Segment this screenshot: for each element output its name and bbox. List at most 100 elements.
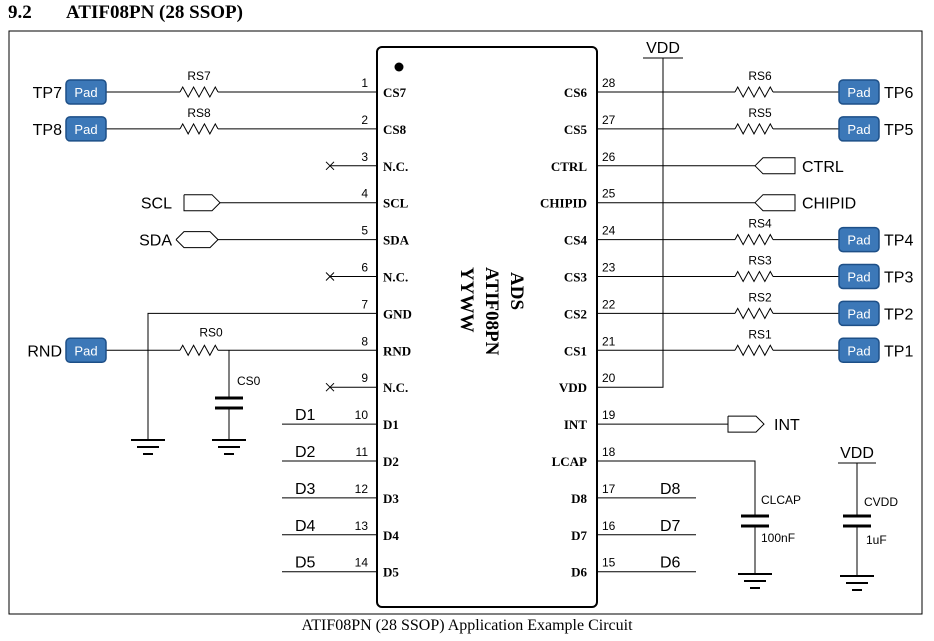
test-pad-label: Pad (847, 122, 870, 137)
pin-name-22: CS2 (564, 306, 587, 321)
pin-number-8: 8 (361, 334, 368, 348)
pin-name-27: CS5 (564, 122, 588, 137)
pin-name-21: CS1 (564, 343, 587, 358)
test-pad-tp7: Pad (65, 79, 107, 105)
data-net-label: D6 (660, 555, 681, 572)
pin-name-15: D6 (571, 565, 587, 580)
pin-name-19: INT (564, 417, 587, 432)
test-pad-tp4: Pad (838, 226, 880, 253)
test-point-label: TP2 (884, 306, 913, 323)
pin-number-7: 7 (361, 297, 368, 311)
test-pad-shape (65, 79, 107, 105)
pin-name-6: N.C. (383, 270, 408, 285)
sda-port (175, 231, 219, 249)
pin-number-24: 24 (602, 224, 616, 238)
capacitor-label: CVDD (864, 495, 898, 509)
resistor-label: RS7 (187, 69, 211, 83)
ground-symbol-cvdd (840, 575, 874, 591)
pin-name-25: CHIPID (540, 196, 587, 211)
test-point-label: TP8 (33, 122, 62, 139)
capacitor-cs0 (215, 396, 243, 410)
chip-marking-line-1: ADS (506, 272, 527, 310)
data-net-label: D5 (295, 555, 316, 572)
scl-port-label: SCL (141, 196, 172, 213)
pin-number-5: 5 (361, 224, 368, 238)
pin-name-9: N.C. (383, 380, 408, 395)
pin-name-7: GND (383, 306, 412, 321)
test-pad-shape (838, 226, 880, 253)
test-pad-tp3: Pad (838, 263, 880, 290)
ground-symbol-clcap (738, 573, 772, 589)
pin-number-19: 19 (602, 408, 616, 422)
left-pins: CS71CS82N.C.3SCL4SDA5N.C.6GND7RND8N.C.9D… (355, 76, 412, 580)
test-pad-tp2: Pad (838, 300, 880, 327)
test-point-label: TP7 (33, 85, 62, 102)
vdd-label-cvdd: VDD (840, 445, 874, 462)
chip-marking: ADS ATIF08PN YYWW (456, 267, 527, 356)
int-port-label: INT (774, 417, 800, 434)
data-net-label: D8 (660, 481, 681, 498)
test-pad-shape (838, 263, 880, 290)
pin-name-2: CS8 (383, 122, 407, 137)
pin-name-26: CTRL (551, 159, 587, 174)
data-net-label: D7 (660, 518, 681, 535)
test-point-label: TP3 (884, 270, 913, 287)
pin-number-14: 14 (355, 556, 369, 570)
resistor-label: RS1 (748, 327, 772, 341)
pin-name-11: D2 (383, 454, 399, 469)
capacitor-label: CS0 (237, 374, 261, 388)
pin-name-23: CS3 (564, 270, 588, 285)
pin-name-28: CS6 (564, 85, 588, 100)
resistor-rs2 (734, 307, 774, 320)
wiring (106, 57, 876, 591)
pin-number-17: 17 (602, 482, 616, 496)
pin-name-18: LCAP (552, 454, 587, 469)
right-pins: CS628CS527CTRL26CHIPID25CS424CS323CS222C… (540, 76, 616, 580)
resistor-label: RS3 (748, 254, 772, 268)
ground-symbol-cs0 (212, 439, 246, 455)
test-pad-label: Pad (74, 85, 97, 100)
pin-number-1: 1 (361, 76, 368, 90)
test-pad-label: Pad (847, 270, 870, 285)
lcap-wire (597, 460, 756, 516)
vdd-label: VDD (646, 40, 680, 57)
chipid-port (754, 194, 796, 212)
test-pad-shape (838, 79, 880, 105)
pin-number-21: 21 (602, 334, 616, 348)
test-point-label: TP1 (884, 343, 913, 360)
no-connect-mark (325, 161, 335, 171)
test-pad-shape (838, 116, 880, 142)
test-pad-label: Pad (847, 306, 870, 321)
resistor-label: RS0 (199, 325, 223, 339)
test-pad-label: Pad (847, 343, 870, 358)
pin-number-18: 18 (602, 445, 616, 459)
test-pad-shape (65, 116, 107, 142)
pin-number-6: 6 (361, 261, 368, 275)
resistor-rs6 (734, 85, 774, 99)
resistor-rs3 (734, 270, 774, 283)
ctrl-port-label: CTRL (802, 159, 844, 176)
test-pad-tp6: Pad (838, 79, 880, 105)
capacitor-clcap (741, 514, 769, 528)
resistor-rs1 (734, 344, 774, 357)
pin-name-20: VDD (559, 380, 587, 395)
section-title: ATIF08PN (28 SSOP) (66, 2, 243, 23)
pin-number-27: 27 (602, 113, 616, 127)
test-pad-label: Pad (847, 85, 870, 100)
resistor-label: RS4 (748, 217, 772, 231)
resistor-label: RS2 (748, 290, 772, 304)
pin1-indicator (394, 62, 404, 72)
pin-name-1: CS7 (383, 85, 407, 100)
resistor-rs0 (179, 344, 219, 357)
ground-symbol-gnd (131, 439, 165, 455)
pin-number-20: 20 (602, 371, 616, 385)
data-net-label: D4 (295, 518, 316, 535)
gnd-wire (147, 312, 377, 440)
test-point-label: TP6 (884, 85, 913, 102)
pin-number-16: 16 (602, 519, 616, 533)
test-pad-shape (838, 337, 880, 364)
scl-port (183, 194, 221, 212)
capacitor-cvdd (843, 514, 871, 528)
net-labels: PadTP7RS7PadTP8RS8SCLSDAPadRNDRS0CS0D1D2… (27, 40, 913, 572)
test-point-label: RND (27, 343, 62, 360)
